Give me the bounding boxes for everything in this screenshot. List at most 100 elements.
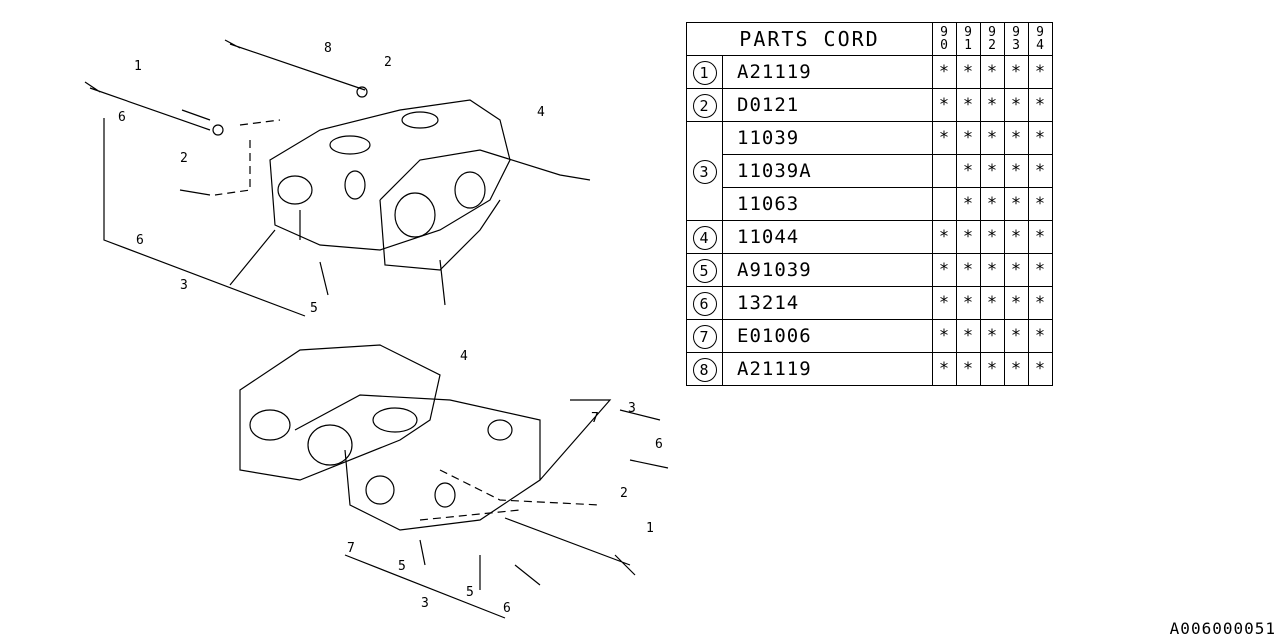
- lower-cylinder-head: [239, 344, 669, 619]
- applicability-mark: *: [1028, 319, 1053, 353]
- callout-4: 4: [537, 105, 545, 120]
- applicability-mark: *: [1004, 55, 1029, 89]
- applicability-mark: *: [980, 121, 1005, 155]
- year-digit: 9: [964, 25, 973, 40]
- ref-number: 8: [692, 358, 717, 382]
- applicability-mark: *: [1028, 121, 1053, 155]
- part-code: E01006: [722, 319, 933, 353]
- part-code: 13214: [722, 286, 933, 320]
- ref-number-cell: 3: [686, 121, 723, 221]
- applicability-mark: *: [956, 319, 981, 353]
- applicability-mark: *: [980, 286, 1005, 320]
- callout-2: 2: [620, 486, 628, 501]
- part-code: A91039: [722, 253, 933, 287]
- applicability-mark: *: [980, 253, 1005, 287]
- ref-number: 4: [692, 226, 717, 250]
- applicability-mark: *: [980, 187, 1005, 221]
- applicability-mark: *: [980, 319, 1005, 353]
- applicability-mark: *: [1004, 352, 1029, 386]
- callout-1: 1: [134, 59, 142, 74]
- ref-number-cell: 5: [686, 253, 723, 287]
- part-code: A21119: [722, 55, 933, 89]
- applicability-mark: *: [980, 154, 1005, 188]
- ref-number-cell: 6: [686, 286, 723, 320]
- applicability-mark: *: [932, 88, 957, 122]
- callout-5: 5: [310, 301, 318, 316]
- callout-3: 3: [180, 278, 188, 293]
- applicability-mark: *: [932, 319, 957, 353]
- callout-7: 7: [591, 411, 599, 426]
- applicability-mark: *: [1028, 220, 1053, 254]
- year-digit: 9: [1012, 25, 1021, 40]
- year-digit: 9: [1036, 25, 1045, 40]
- callout-6: 6: [503, 601, 511, 616]
- ref-number-cell: 1: [686, 55, 723, 89]
- callout-3: 3: [628, 401, 636, 416]
- applicability-mark: *: [956, 187, 981, 221]
- applicability-mark: *: [1028, 88, 1053, 122]
- applicability-mark: *: [1028, 187, 1053, 221]
- ref-number: 5: [692, 259, 717, 283]
- applicability-mark: *: [932, 286, 957, 320]
- applicability-mark: *: [980, 55, 1005, 89]
- applicability-mark: *: [1028, 253, 1053, 287]
- applicability-mark: [932, 187, 957, 221]
- applicability-mark: *: [980, 88, 1005, 122]
- applicability-mark: *: [932, 220, 957, 254]
- exploded-parts-diagram: 1 8 2 6 2 4 6 3 5 4 3 7 6 2 1 7 5 5 3 6: [84, 39, 669, 619]
- applicability-mark: *: [1004, 121, 1029, 155]
- part-code: 11044: [722, 220, 933, 254]
- applicability-mark: *: [956, 253, 981, 287]
- ref-number-cell: 4: [686, 220, 723, 254]
- applicability-mark: *: [1004, 88, 1029, 122]
- callout-5: 5: [466, 585, 474, 600]
- year-digit: 4: [1036, 38, 1045, 53]
- ref-number: 2: [692, 94, 717, 118]
- applicability-mark: *: [956, 352, 981, 386]
- applicability-mark: *: [1028, 286, 1053, 320]
- callout-2: 2: [180, 151, 188, 166]
- applicability-mark: *: [1004, 286, 1029, 320]
- ref-number: 6: [692, 292, 717, 316]
- applicability-mark: *: [956, 286, 981, 320]
- applicability-mark: *: [1004, 187, 1029, 221]
- year-digit: 1: [964, 38, 973, 53]
- applicability-mark: *: [980, 352, 1005, 386]
- callout-6: 6: [655, 437, 663, 452]
- callout-3: 3: [421, 596, 429, 611]
- ref-number: 1: [692, 61, 717, 85]
- ref-number: 3: [692, 160, 717, 184]
- callout-6: 6: [136, 233, 144, 248]
- ref-number-cell: 7: [686, 319, 723, 353]
- part-code: A21119: [722, 352, 933, 386]
- part-code: D0121: [722, 88, 933, 122]
- applicability-mark: *: [1004, 220, 1029, 254]
- applicability-mark: *: [956, 154, 981, 188]
- callout-1: 1: [646, 521, 654, 536]
- ref-number-cell: 2: [686, 88, 723, 122]
- applicability-mark: *: [1004, 253, 1029, 287]
- applicability-mark: *: [980, 220, 1005, 254]
- applicability-mark: *: [1004, 319, 1029, 353]
- applicability-mark: *: [956, 220, 981, 254]
- upper-cylinder-head: [84, 39, 591, 317]
- year-digit: 2: [988, 38, 997, 53]
- diagram-code: A006000051: [1169, 619, 1276, 638]
- year-digit: 9: [988, 25, 997, 40]
- callout-2: 2: [384, 55, 392, 70]
- applicability-mark: *: [932, 121, 957, 155]
- applicability-mark: *: [932, 352, 957, 386]
- year-digit: 9: [940, 25, 949, 40]
- applicability-mark: *: [932, 253, 957, 287]
